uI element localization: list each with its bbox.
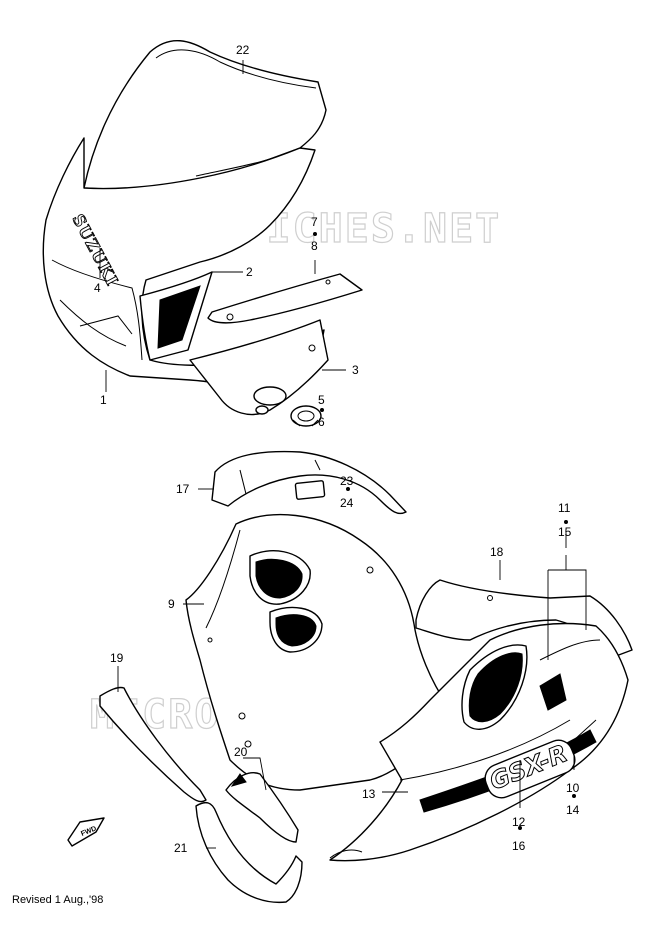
callout-7: 7 bbox=[311, 215, 318, 229]
callout-15: 15 bbox=[558, 525, 572, 539]
inner-panel-part-20 bbox=[225, 772, 299, 843]
side-panel-part-2 bbox=[139, 271, 213, 361]
callout-14: 14 bbox=[566, 803, 580, 817]
callout-21: 21 bbox=[174, 841, 188, 855]
inner-panel-part-17 bbox=[211, 450, 407, 515]
callout-2: 2 bbox=[246, 265, 253, 279]
leader-lines bbox=[99, 60, 597, 849]
callout-19: 19 bbox=[110, 651, 124, 665]
callout-4: 4 bbox=[94, 281, 101, 295]
callout-17: 17 bbox=[176, 482, 190, 496]
cowl-edge-detail bbox=[329, 849, 363, 859]
callout-13: 13 bbox=[362, 787, 376, 801]
callout-18: 18 bbox=[490, 545, 504, 559]
lower-center-fairing-part-3 bbox=[189, 319, 329, 416]
bracket-part-7-8 bbox=[207, 273, 363, 324]
callout-16: 16 bbox=[512, 839, 526, 853]
callout-9: 9 bbox=[168, 597, 175, 611]
callout-11: 11 bbox=[558, 501, 571, 515]
side-cowl-part-9 bbox=[185, 514, 449, 791]
callout-1: 1 bbox=[100, 393, 107, 407]
callout-23: 23 bbox=[340, 474, 354, 488]
grommet-part-5-6 bbox=[290, 405, 322, 427]
callout-10: 10 bbox=[566, 781, 580, 795]
callout-12: 12 bbox=[512, 815, 526, 829]
pad-part-23-24 bbox=[294, 480, 326, 500]
callout-24: 24 bbox=[340, 496, 354, 510]
small-panel-part-19 bbox=[99, 686, 207, 803]
fwd-arrow-icon: FWD bbox=[67, 817, 105, 847]
callout-6: 6 bbox=[318, 415, 325, 429]
chin-spoiler-part-21 bbox=[195, 801, 303, 904]
callout-3: 3 bbox=[352, 363, 359, 377]
callout-22: 22 bbox=[236, 43, 250, 57]
revision-note: Revised 1 Aug.,'98 bbox=[12, 894, 104, 906]
callout-5: 5 bbox=[318, 393, 325, 407]
callout-20: 20 bbox=[234, 745, 248, 759]
rear-bracket-part-18 bbox=[415, 579, 633, 657]
callout-labels: 22 4 2 7 8 3 1 5 6 17 23 24 11 15 18 9 1… bbox=[94, 43, 580, 855]
callout-8: 8 bbox=[311, 239, 318, 253]
